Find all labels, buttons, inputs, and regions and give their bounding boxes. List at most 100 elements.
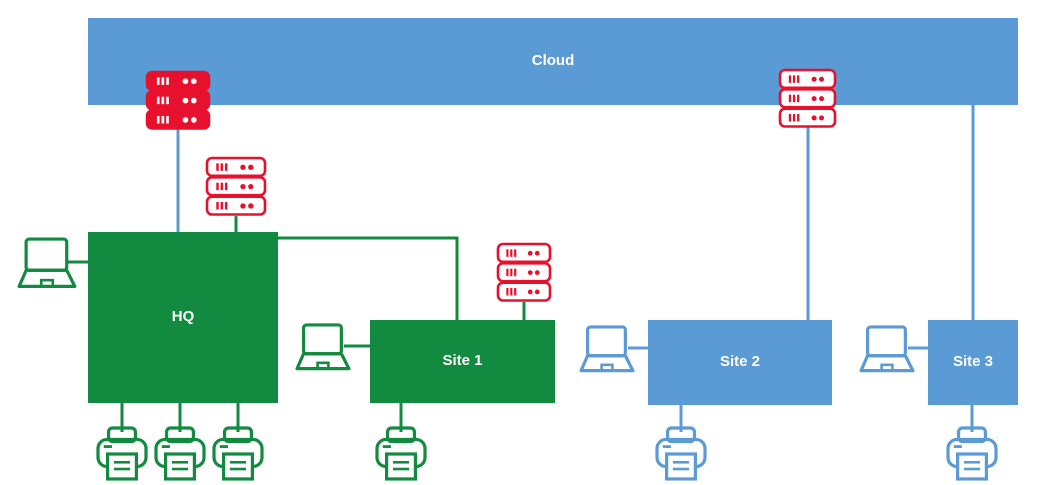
- node-box-cloud[interactable]: [88, 18, 1018, 105]
- printer-output-sheet: [105, 452, 138, 481]
- server-led: [818, 76, 825, 82]
- server-bar: [510, 288, 513, 296]
- printer-icon-printer-hq-1[interactable]: [96, 426, 148, 481]
- printer-sheet-line: [392, 467, 410, 471]
- server-led: [240, 203, 246, 209]
- printer-sheet-line: [963, 467, 981, 471]
- node-boxes-group: [88, 18, 1018, 405]
- server-bar: [514, 249, 517, 257]
- printer-sheet-line: [229, 460, 247, 464]
- server-bar: [792, 114, 796, 122]
- server-unit: [205, 195, 267, 216]
- server-led: [248, 164, 254, 170]
- server-bar: [224, 202, 228, 210]
- server-bar: [161, 96, 165, 105]
- server-led: [818, 96, 825, 102]
- printer-icon-printer-site3-1[interactable]: [946, 426, 998, 481]
- server-bar: [510, 268, 513, 277]
- server-bar: [797, 94, 800, 103]
- printer-output-sheet: [955, 452, 988, 481]
- printer-sheet-line: [171, 460, 189, 464]
- laptop-touchpad: [39, 278, 55, 288]
- server-icon-server-cloud-site2[interactable]: [778, 68, 837, 128]
- node-box-site1[interactable]: [370, 320, 555, 403]
- server-bar: [161, 77, 165, 85]
- laptop-touchpad: [600, 363, 614, 372]
- laptop-touchpad: [880, 363, 894, 372]
- server-bar: [788, 94, 792, 103]
- laptop-icon-laptop-site1[interactable]: [295, 323, 351, 371]
- laptop-base: [579, 354, 635, 373]
- server-bar: [506, 288, 509, 296]
- laptop-icon-laptop-site3[interactable]: [859, 325, 915, 373]
- server-led: [190, 78, 197, 85]
- server-led: [811, 115, 817, 121]
- server-led: [190, 117, 197, 123]
- laptop-touchpad: [316, 361, 330, 370]
- server-bar: [224, 182, 228, 191]
- server-unit: [145, 109, 211, 130]
- printer-output-sheet: [164, 452, 197, 481]
- laptop-screen: [865, 325, 907, 358]
- laptop-icon-laptop-site2[interactable]: [579, 325, 635, 373]
- printer-status-light: [219, 445, 228, 449]
- server-unit: [145, 90, 211, 111]
- server-bar: [220, 202, 224, 210]
- link-hq-to-site1: [272, 236, 459, 320]
- server-unit: [205, 176, 267, 197]
- server-unit: [778, 68, 837, 90]
- server-icon-server-cloud-hq[interactable]: [145, 70, 211, 130]
- server-bar: [220, 182, 224, 191]
- server-bar: [156, 116, 160, 124]
- server-led: [534, 270, 540, 275]
- server-led: [182, 117, 189, 123]
- server-bar: [224, 163, 228, 171]
- server-bar: [792, 94, 796, 103]
- node-box-hq[interactable]: [88, 232, 278, 403]
- server-bar: [166, 96, 169, 105]
- printer-icon-printer-hq-2[interactable]: [154, 426, 206, 481]
- printer-sheet-line: [113, 460, 131, 464]
- printer-status-light: [662, 445, 671, 449]
- server-led: [240, 183, 246, 190]
- node-box-site3[interactable]: [928, 320, 1018, 405]
- printer-sheet-line: [672, 467, 690, 471]
- server-led: [182, 97, 189, 104]
- laptop-base: [859, 354, 915, 373]
- server-unit: [145, 70, 211, 92]
- printer-sheet-line: [672, 460, 690, 464]
- laptop-screen: [301, 323, 343, 356]
- server-led: [534, 289, 540, 295]
- server-bar: [797, 75, 800, 83]
- printer-status-light: [103, 445, 112, 449]
- server-unit: [496, 262, 552, 283]
- printer-output-sheet: [385, 452, 418, 481]
- printer-paper-tray: [665, 426, 697, 444]
- server-bar: [156, 96, 160, 105]
- server-led: [182, 78, 189, 85]
- printer-sheet-line: [963, 460, 981, 464]
- laptop-icon-laptop-hq[interactable]: [17, 237, 77, 288]
- server-bar: [797, 114, 800, 122]
- server-icon-server-site1-top[interactable]: [496, 242, 552, 302]
- server-bar: [166, 77, 169, 85]
- server-led: [534, 250, 540, 256]
- node-box-site2[interactable]: [648, 320, 832, 405]
- server-bar: [514, 268, 517, 277]
- printer-paper-tray: [956, 426, 988, 444]
- printer-icon-printer-hq-3[interactable]: [212, 426, 264, 481]
- server-bar: [216, 202, 219, 210]
- server-led: [527, 270, 533, 275]
- server-unit: [205, 156, 267, 178]
- server-icon-server-hq-top[interactable]: [205, 156, 267, 216]
- server-led: [527, 289, 533, 295]
- server-unit: [496, 281, 552, 302]
- server-bar: [220, 163, 224, 171]
- printer-icon-printer-site2-1[interactable]: [655, 426, 707, 481]
- printer-paper-tray: [164, 426, 196, 444]
- server-led: [811, 96, 817, 102]
- server-unit: [778, 88, 837, 109]
- printer-icon-printer-site1-1[interactable]: [375, 426, 427, 481]
